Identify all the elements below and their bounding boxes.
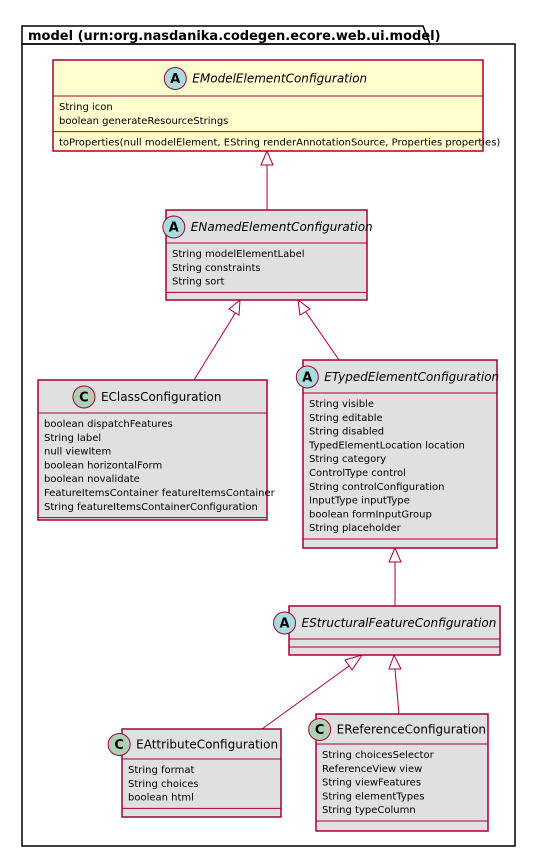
generalization-eclass-to-enamed	[193, 311, 237, 381]
generalization-etyped-to-enamed	[305, 311, 340, 361]
attribute: String icon	[59, 102, 113, 113]
class-box-frame	[288, 605, 501, 656]
class-box-frame	[302, 359, 498, 549]
class-box-eclass: C EClassConfiguration boolean dispatchFeat…	[37, 379, 276, 521]
attribute: FeatureItemsContainer featureItemsContai…	[44, 488, 276, 499]
attribute: String featureItemsContainerConfiguratio…	[44, 502, 258, 513]
attribute: String disabled	[309, 427, 384, 438]
class-box-frame	[52, 59, 484, 152]
class-name: ENamedElementConfiguration	[191, 220, 373, 234]
class-box-frame	[315, 713, 489, 832]
abstract-class-icon	[163, 67, 187, 90]
attribute: boolean horizontalForm	[44, 460, 162, 471]
class-icon	[308, 718, 332, 741]
abstract-class-icon	[295, 365, 319, 389]
class-name: EReferenceConfiguration	[337, 723, 486, 737]
class-name: EAttributeConfiguration	[136, 738, 278, 752]
attribute: TypedElementLocation location	[308, 440, 465, 451]
attribute: String typeColumn	[322, 805, 416, 816]
attribute: String constraints	[172, 263, 261, 274]
attribute: boolean formInputGroup	[309, 509, 432, 520]
attribute: null viewItem	[44, 447, 111, 458]
attribute: String elementTypes	[322, 791, 424, 802]
package-title: model (urn:org.nasdanika.codegen.ecore.w…	[28, 29, 441, 44]
package-body	[21, 43, 516, 847]
attribute: boolean html	[128, 793, 194, 804]
attribute: String choicesSelector	[322, 750, 435, 761]
attribute: ControlType control	[309, 468, 406, 479]
attribute: String visible	[309, 399, 374, 410]
attribute: String controlConfiguration	[309, 482, 445, 493]
attribute: InputType inputType	[309, 496, 410, 507]
attribute: String label	[44, 433, 101, 444]
class-icon	[72, 385, 96, 409]
attribute: ReferenceView view	[322, 764, 422, 775]
package-frame: model (urn:org.nasdanika.codegen.ecore.w…	[21, 25, 516, 847]
attribute: boolean generateResourceStrings	[59, 116, 228, 127]
attribute: String choices	[128, 779, 199, 790]
attribute: String placeholder	[309, 523, 402, 534]
attribute: String viewFeatures	[322, 778, 421, 789]
generalization-arrowhead	[388, 653, 402, 670]
generalization-arrowhead	[388, 546, 402, 563]
attribute: String sort	[172, 277, 224, 288]
stereotype-letter: A	[169, 221, 179, 236]
class-name: EStructuralFeatureConfiguration	[302, 616, 497, 630]
class-name: ETypedElementConfiguration	[324, 370, 499, 384]
abstract-class-icon	[273, 611, 297, 635]
stereotype-letter: A	[170, 72, 180, 87]
stereotype-letter: C	[79, 391, 89, 406]
class-box-frame	[121, 728, 282, 818]
generalization-arrowhead	[297, 298, 311, 316]
generalization-ereference-to-estructural	[394, 668, 400, 715]
class-icon	[107, 733, 131, 756]
attribute: boolean novalidate	[44, 474, 140, 485]
stereotype-letter: C	[315, 723, 325, 738]
generalization-arrowhead	[228, 298, 241, 316]
stereotype-letter: C	[114, 738, 124, 753]
operation: toProperties(null modelElement, EString …	[59, 138, 500, 149]
generalization-arrowhead	[260, 149, 274, 166]
attribute: String format	[128, 765, 194, 776]
generalization-arrows	[193, 149, 402, 730]
attribute: String editable	[309, 413, 383, 424]
stereotype-letter: A	[280, 617, 290, 632]
class-name: EClassConfiguration	[101, 390, 222, 404]
class-box-frame	[165, 209, 368, 301]
attribute: String category	[309, 454, 386, 465]
class-name: EModelElementConfiguration	[192, 72, 367, 86]
stereotype-letter: A	[302, 371, 312, 386]
attribute: boolean dispatchFeatures	[44, 419, 173, 430]
abstract-class-icon	[162, 215, 186, 239]
generalization-eattribute-to-estructural	[261, 665, 350, 730]
generalization-arrowhead	[344, 654, 364, 671]
class-box-estructural: A EStructuralFeatureConfiguration	[273, 605, 501, 656]
attribute: String modelElementLabel	[172, 249, 305, 260]
